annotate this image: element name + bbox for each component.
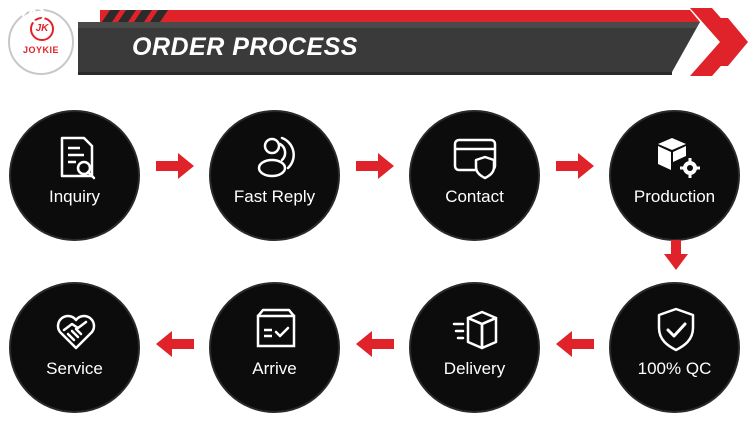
banner-background — [78, 8, 748, 76]
step-label: Fast Reply — [233, 187, 316, 206]
step-arrive: Arrive — [209, 282, 340, 413]
box-check-icon — [256, 308, 296, 348]
headset-user-icon — [257, 136, 295, 178]
step-label: Delivery — [443, 359, 506, 378]
step-contact: Contact — [409, 110, 540, 241]
step-production: Production — [609, 110, 740, 241]
boxes-gear-icon — [658, 138, 700, 178]
step-label: 100% QC — [637, 359, 712, 378]
arrow-right-icon — [556, 153, 594, 179]
step-label: Arrive — [252, 359, 297, 378]
header-banner: JK JOYKIE ORDER PROCESS — [0, 0, 750, 82]
step-fast-reply: Fast Reply — [209, 110, 340, 241]
document-search-icon — [60, 136, 96, 180]
page-title: ORDER PROCESS — [132, 33, 358, 61]
arrow-left-icon — [156, 331, 194, 357]
step-delivery: Delivery — [409, 282, 540, 413]
arrow-down-icon — [664, 240, 688, 270]
shield-check-icon — [657, 307, 695, 352]
heart-handshake-icon — [56, 314, 96, 350]
arrow-right-icon — [356, 153, 394, 179]
arrow-left-icon — [556, 331, 594, 357]
step-service: Service — [9, 282, 140, 413]
step-label: Service — [46, 359, 103, 378]
card-shield-icon — [453, 138, 497, 180]
step-qc: 100% QC — [609, 282, 740, 413]
arrow-right-icon — [156, 153, 194, 179]
step-inquiry: Inquiry — [9, 110, 140, 241]
step-label: Inquiry — [48, 187, 101, 206]
step-label: Production — [633, 187, 716, 206]
bicycle-icon — [0, 0, 46, 24]
arrow-left-icon — [356, 331, 394, 357]
fast-box-icon — [452, 310, 498, 350]
brand-name: JOYKIE — [22, 45, 59, 55]
step-label: Contact — [445, 187, 504, 206]
